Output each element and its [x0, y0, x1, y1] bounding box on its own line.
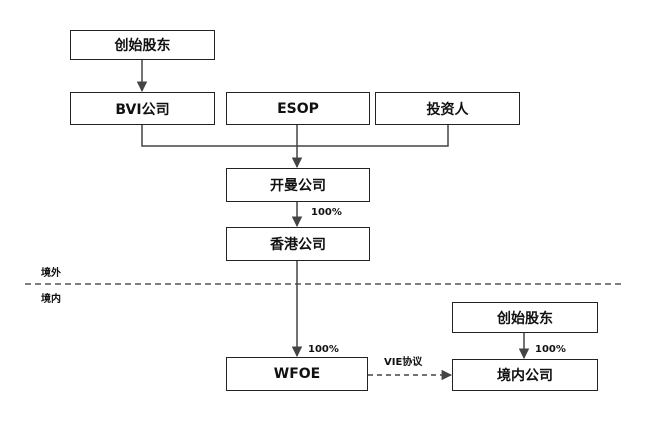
node-hongkong: 香港公司 — [226, 227, 370, 261]
connector-shareholders-merge — [141, 125, 449, 147]
node-bvi: BVI公司 — [70, 92, 215, 125]
label-offshore: 境外 — [41, 268, 61, 279]
node-wfoe: WFOE — [226, 357, 368, 391]
label-cayman-hk-share: 100% — [311, 207, 342, 218]
node-founder-top: 创始股东 — [70, 30, 215, 60]
label-hk-wfoe-share: 100% — [308, 344, 339, 355]
label-vie-agreement: VIE协议 — [384, 357, 423, 368]
label-founder-domestic-share: 100% — [535, 344, 566, 355]
node-cayman: 开曼公司 — [226, 168, 370, 202]
label-onshore: 境内 — [41, 294, 61, 305]
node-domestic-company: 境内公司 — [452, 359, 598, 391]
node-founder-bottom: 创始股东 — [452, 302, 598, 333]
node-investor: 投资人 — [375, 92, 520, 125]
node-esop: ESOP — [226, 92, 370, 125]
